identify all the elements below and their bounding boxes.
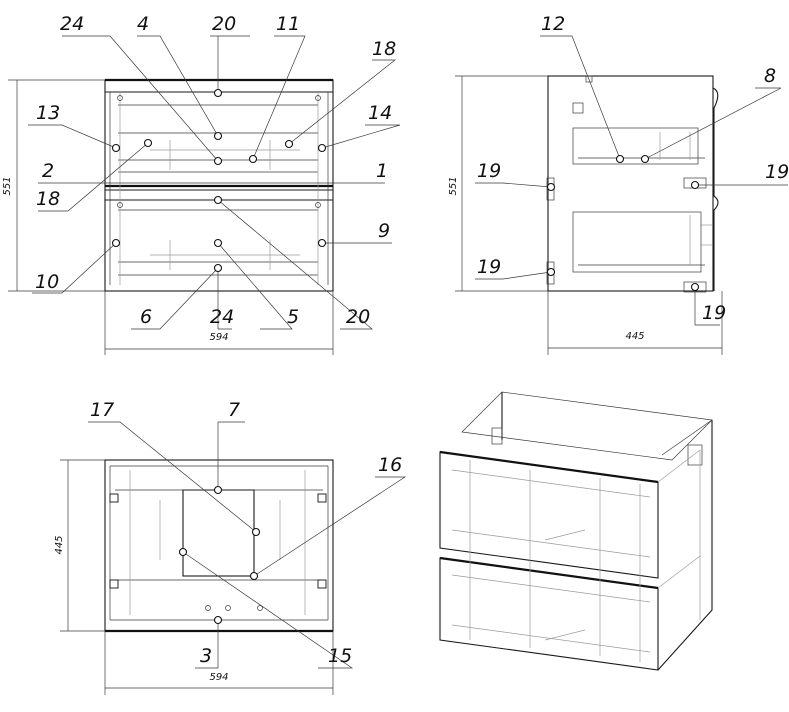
front-callout-18-left: 18 xyxy=(36,188,60,210)
front-callout-13: 13 xyxy=(36,102,60,124)
side-height-dim: 551 xyxy=(448,176,459,195)
side-callout-19-right-bottom: 19 xyxy=(702,302,726,324)
side-callout-19-left-bottom: 19 xyxy=(477,256,501,278)
front-callout-9: 9 xyxy=(378,220,390,242)
side-callout-19-left-top: 19 xyxy=(477,160,501,182)
top-depth-dim: 445 xyxy=(54,535,65,554)
side-callout-19-right-top: 19 xyxy=(765,161,789,183)
top-callout-16: 16 xyxy=(378,454,402,476)
top-callout-3: 3 xyxy=(200,645,212,667)
front-callout-20-top: 20 xyxy=(212,13,236,35)
front-callout-1: 1 xyxy=(376,160,388,182)
side-width-dim: 445 xyxy=(625,331,644,342)
front-callout-14: 14 xyxy=(368,102,392,124)
front-callout-11: 11 xyxy=(276,13,300,35)
top-callout-15: 15 xyxy=(328,645,352,667)
top-width-dim: 594 xyxy=(209,672,228,683)
top-callout-7: 7 xyxy=(228,399,240,421)
front-callout-10: 10 xyxy=(35,271,59,293)
side-callout-8: 8 xyxy=(764,65,776,87)
top-view: 445 594 17 7 16 3 15 xyxy=(54,399,407,695)
front-callout-5: 5 xyxy=(287,306,299,328)
front-callout-6: 6 xyxy=(140,306,152,328)
front-callout-4: 4 xyxy=(137,13,149,35)
side-callout-12: 12 xyxy=(541,13,565,35)
side-view: 551 445 12 8 19 19 19 19 xyxy=(448,13,789,355)
front-callout-18-right: 18 xyxy=(372,38,396,60)
front-callout-2: 2 xyxy=(42,160,54,182)
front-callout-24-top: 24 xyxy=(60,13,84,35)
front-height-dim: 551 xyxy=(2,176,13,195)
front-width-dim: 594 xyxy=(209,332,228,343)
front-callout-24-bottom: 24 xyxy=(210,306,234,328)
isometric-view xyxy=(439,391,713,671)
top-callout-17: 17 xyxy=(90,399,114,421)
front-view: 551 594 24 4 xyxy=(2,13,401,355)
front-callout-20-bottom: 20 xyxy=(346,306,370,328)
